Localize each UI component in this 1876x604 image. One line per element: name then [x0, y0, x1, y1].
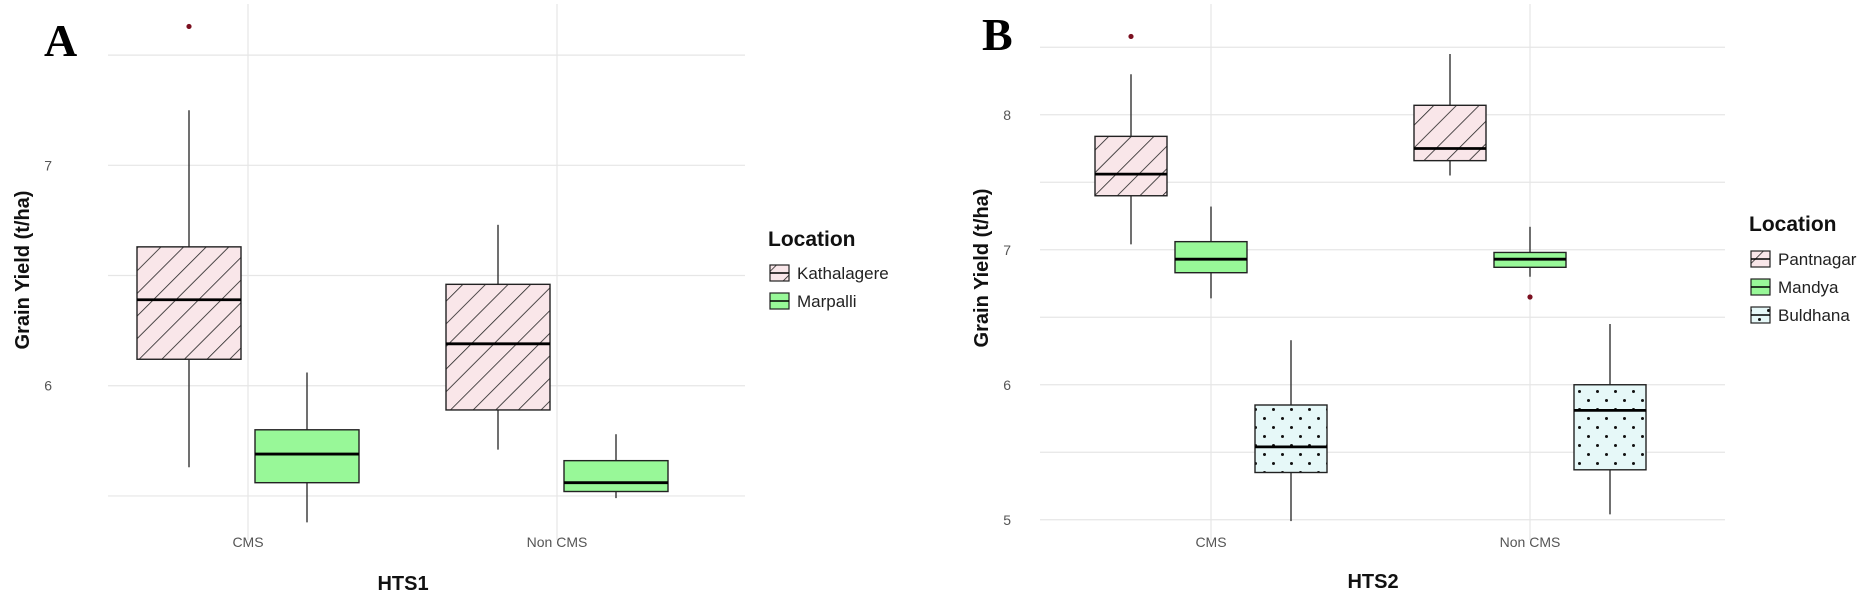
- x-tick-label: Non CMS: [527, 534, 588, 550]
- panel-b-y-ticks: 5 6 7 8: [1003, 107, 1011, 528]
- box-buldhana-non-cms: [1573, 324, 1647, 515]
- box-mandya-non-cms: [1493, 226, 1567, 300]
- y-tick-label: 5: [1003, 512, 1011, 528]
- box-iqr: [1254, 404, 1328, 474]
- panel-b-y-axis-title: Grain Yield (t/ha): [971, 189, 993, 348]
- panel-b-legend-title: Location: [1749, 213, 1837, 236]
- y-tick-label: 7: [44, 157, 52, 173]
- y-tick-label: 7: [1003, 242, 1011, 258]
- y-tick-label: 8: [1003, 107, 1011, 123]
- legend-label: Pantnagar: [1778, 250, 1857, 269]
- panel-a-y-ticks: 67: [44, 157, 52, 393]
- box-iqr: [1413, 104, 1487, 162]
- panel-b-x-ticks: CMS Non CMS: [1195, 534, 1560, 550]
- y-tick-label: 6: [1003, 377, 1011, 393]
- box-pantnagar-non-cms: [1413, 54, 1487, 176]
- panel-a-x-ticks: CMS Non CMS: [232, 534, 587, 550]
- box-pantnagar-cms: [1094, 33, 1168, 245]
- legend-label: Mandya: [1778, 278, 1839, 297]
- x-tick-label: Non CMS: [1500, 534, 1561, 550]
- box-kathalagere-non-cms: [445, 224, 551, 450]
- panel-a-y-axis-title: Grain Yield (t/ha): [12, 191, 34, 350]
- panel-b-boxes: [1094, 33, 1647, 522]
- legend-label: Kathalagere: [797, 264, 889, 283]
- box-iqr: [445, 283, 551, 411]
- legend-item-pantnagar: Pantnagar: [1750, 250, 1857, 269]
- box-iqr: [1094, 135, 1168, 197]
- panel-a-label: A: [44, 15, 77, 66]
- box-iqr: [1174, 240, 1248, 274]
- panel-a-legend-title: Location: [768, 228, 856, 251]
- box-kathalagere-cms: [136, 23, 242, 468]
- box-iqr: [1573, 384, 1647, 471]
- box-mandya-cms: [1174, 206, 1248, 299]
- legend-item-buldhana: Buldhana: [1750, 306, 1850, 325]
- y-tick-label: 6: [44, 378, 52, 394]
- box-buldhana-cms: [1254, 340, 1328, 522]
- box-iqr: [254, 429, 360, 484]
- panel-b: B 5 6 7 8 CMS Non CMS HTS2 Grain Yield (t/ha…: [971, 4, 1857, 593]
- legend-label: Marpalli: [797, 292, 857, 311]
- legend-item-mandya: Mandya: [1750, 278, 1839, 297]
- box-marpalli-non-cms: [563, 434, 669, 499]
- legend-label: Buldhana: [1778, 306, 1850, 325]
- box-marpalli-cms: [254, 372, 360, 523]
- outlier-point: [186, 23, 192, 30]
- panel-b-x-axis-title: HTS2: [1347, 571, 1398, 593]
- panel-a-boxes: [136, 23, 669, 523]
- panel-b-label: B: [982, 9, 1013, 60]
- box-iqr: [136, 246, 242, 360]
- panel-a-x-axis-title: HTS1: [377, 573, 428, 595]
- outlier-point: [1527, 294, 1533, 300]
- x-tick-label: CMS: [1195, 534, 1226, 550]
- outlier-point: [1128, 33, 1134, 40]
- legend-item-marpalli: Marpalli: [769, 292, 857, 311]
- x-tick-label: CMS: [232, 534, 263, 550]
- legend-item-kathalagere: Kathalagere: [769, 264, 889, 283]
- box-iqr: [563, 459, 669, 493]
